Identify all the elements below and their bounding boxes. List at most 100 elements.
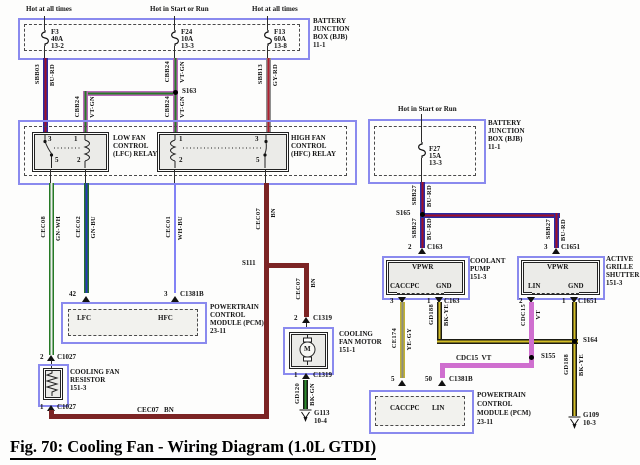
resistor-label: 151-3 bbox=[70, 384, 87, 392]
lfc-relay-label: CONTROL bbox=[113, 142, 149, 150]
pcm2-dashed-border bbox=[375, 396, 465, 426]
fuse-f13-icon bbox=[264, 30, 272, 46]
fuse-f24-name: F24 bbox=[181, 28, 193, 36]
connector-arrow bbox=[398, 297, 406, 303]
pump-connector-c163: C163 bbox=[427, 243, 443, 251]
wire-gd120 bbox=[303, 380, 308, 409]
wire-cec02 bbox=[84, 183, 89, 293]
wire-label-sbb03-color: BU-RD bbox=[49, 64, 56, 87]
bjb2-label: JUNCTION bbox=[488, 127, 525, 135]
pump-pin-2: 2 bbox=[408, 243, 412, 251]
wire-label-gd188-color: BK-YE bbox=[578, 354, 585, 377]
fuse-f3-lead bbox=[44, 16, 45, 30]
motor-symbol-m: M bbox=[304, 345, 311, 353]
bjb2-dashed-border bbox=[374, 126, 476, 176]
splice-s164-dot bbox=[572, 339, 577, 344]
wire-label-cec07-horizontal: CEC07 BN bbox=[137, 406, 174, 414]
wire-label-sbb27: SBB27 bbox=[411, 185, 418, 206]
fuse-f24-lead bbox=[174, 46, 175, 58]
relay-module-box bbox=[18, 120, 357, 185]
resistor-pin-2: 2 bbox=[40, 353, 44, 361]
wire-label-cec01: CEC01 bbox=[165, 216, 172, 238]
fuse-f13-lead bbox=[267, 16, 268, 30]
pump-dashed-edge bbox=[397, 289, 444, 294]
bjb1-label: 11-1 bbox=[313, 41, 326, 49]
lfc-pin-5: 5 bbox=[55, 156, 59, 164]
fuse-f24-icon bbox=[171, 30, 179, 46]
connector-arrow bbox=[552, 248, 560, 254]
wire-label-ce174-color: YE-GY bbox=[406, 328, 413, 351]
pcm2-lin-label: LIN bbox=[432, 404, 445, 412]
shutter-box bbox=[521, 260, 600, 295]
connector-arrow bbox=[302, 317, 310, 323]
fuse-f27-ref: 13-3 bbox=[429, 159, 442, 167]
fuse-f13-name: F13 bbox=[274, 28, 286, 36]
wire-label-cec07-color: BN bbox=[310, 278, 317, 288]
resistor-box bbox=[43, 368, 63, 400]
connector-arrow bbox=[398, 380, 406, 386]
bjb2-label: 11-1 bbox=[488, 143, 501, 151]
pcm2-connector-c1381b: C1381B bbox=[449, 375, 473, 383]
shutter-lin-label: LIN bbox=[528, 282, 541, 290]
hfc-relay-label: CONTROL bbox=[291, 142, 327, 150]
lfc-pin-3: 3 bbox=[48, 135, 52, 143]
pcm2-box bbox=[369, 390, 474, 434]
shutter-pin-1: 1 bbox=[562, 297, 566, 305]
bjb2-label: BOX (BJB) bbox=[488, 135, 523, 143]
hot-label-f27: Hot in Start or Run bbox=[398, 105, 457, 113]
bjb1-label: BOX (BJB) bbox=[313, 33, 348, 41]
connector-arrow bbox=[418, 248, 426, 254]
pcm2-label: MODULE (PCM) bbox=[477, 409, 531, 417]
hfc-relay-label: (HFC) RELAY bbox=[291, 150, 337, 158]
ground-g113-icon bbox=[299, 409, 312, 422]
lfc-relay-symbol bbox=[43, 134, 90, 168]
pcm2-label: CONTROL bbox=[477, 400, 513, 408]
motor-connector-c1319: C1319 bbox=[313, 371, 333, 379]
pcm1-connector-c1381b: C1381B bbox=[180, 290, 204, 298]
splice-s111-label: S111 bbox=[242, 259, 256, 267]
wire-label-cec02-color: GN-BU bbox=[90, 216, 97, 239]
fuse-f27-name: F27 bbox=[429, 145, 441, 153]
motor-pin-2: 2 bbox=[294, 314, 298, 322]
connector-arrow bbox=[82, 296, 90, 302]
relay-pin-stub bbox=[50, 170, 51, 183]
splice-s165-label: S165 bbox=[396, 209, 411, 217]
shutter-vpwr-label: VPWR bbox=[547, 263, 569, 271]
wire-sbb27-branch bbox=[554, 213, 559, 248]
wire-label-gd188: GD188 bbox=[563, 354, 570, 375]
ground-g113-ref: 10-4 bbox=[314, 417, 327, 425]
wire-label-cec08: CEC08 bbox=[40, 216, 47, 238]
pcm1-pin-42: 42 bbox=[69, 290, 76, 298]
wire-label-cec02: CEC02 bbox=[75, 216, 82, 238]
fuse-f13-lead bbox=[267, 46, 268, 58]
shutter-label: 151-3 bbox=[606, 279, 623, 287]
wire-label-cec08-color: GN-WH bbox=[55, 216, 62, 241]
fuse-f24-lead bbox=[174, 16, 175, 30]
wire-label-cec07-color: BN bbox=[270, 208, 277, 218]
connector-arrow bbox=[302, 373, 310, 379]
wire-cec01 bbox=[174, 183, 176, 293]
relay-pin-stub bbox=[85, 170, 86, 183]
wire-cec07-return bbox=[49, 414, 269, 419]
bjb2-label: BATTERY bbox=[488, 119, 522, 127]
hfc-pin-1: 1 bbox=[179, 135, 183, 143]
wire-gd188-shutter bbox=[572, 302, 577, 416]
hfc-pin-2: 2 bbox=[179, 156, 183, 164]
wire-cbb24-branch bbox=[83, 91, 88, 133]
motor-label: COOLING bbox=[339, 330, 373, 338]
shutter-connector-c1651: C1651 bbox=[578, 297, 598, 305]
figure-title: Fig. 70: Cooling Fan - Wiring Diagram (1… bbox=[10, 437, 377, 460]
pcm2-pin-50: 50 bbox=[425, 375, 432, 383]
wire-label-cbb24: CBB24 bbox=[164, 61, 171, 83]
wire-label-ce174: CE174 bbox=[391, 328, 398, 349]
ground-g109-icon bbox=[568, 416, 581, 429]
hfc-relay-symbol bbox=[170, 134, 268, 168]
wire-label-cec07: CEC07 bbox=[255, 208, 262, 230]
connector-arrow bbox=[570, 297, 578, 303]
shutter-blue-box bbox=[517, 256, 605, 300]
wire-cec07-motor-branch bbox=[304, 263, 309, 317]
pcm2-label: POWERTRAIN bbox=[477, 391, 526, 399]
wire-label-gd188: GD188 bbox=[428, 304, 435, 325]
wire-label-sbb13-color: GY-RD bbox=[272, 64, 279, 87]
shutter-pin-2: 2 bbox=[519, 297, 523, 305]
